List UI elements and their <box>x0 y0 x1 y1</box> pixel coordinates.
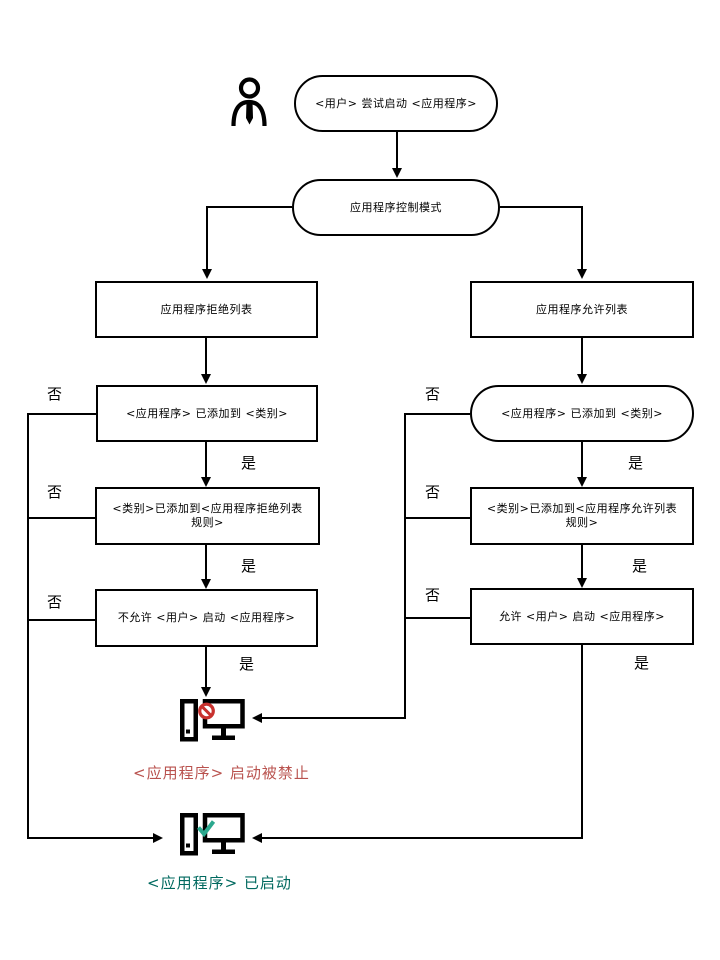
node-deny-app-in-category: <应用程序> 已添加到 <类别> <box>96 385 318 442</box>
outcome-blocked-label: <应用程序> 启动被禁止 <box>133 764 310 782</box>
connector-allow-header-step1 <box>577 338 587 384</box>
node-allow-app-in-category: <应用程序> 已添加到 <类别> <box>470 385 694 442</box>
outcome-started-label: <应用程序> 已启动 <box>147 874 292 892</box>
edge-label-no-allow-1: 否 <box>425 385 442 403</box>
connector-allow-step1-step2 <box>577 442 587 487</box>
edge-label-no-allow-3: 否 <box>425 586 442 604</box>
connector-deny-step2-step3 <box>201 545 211 589</box>
node-start: <用户> 尝试启动 <应用程序> <box>294 75 498 132</box>
edge-label-yes-allow-3: 是 <box>634 654 651 672</box>
node-allow-launch: 允许 <用户> 启动 <应用程序> <box>470 588 694 645</box>
connector-deny-no-collector <box>27 413 163 843</box>
node-deny-launch-label: 不允许 <用户> 启动 <应用程序> <box>117 611 296 625</box>
node-allow-launch-label: 允许 <用户> 启动 <应用程序> <box>499 609 665 623</box>
node-deny-category-in-rules: <类别>已添加到<应用程序拒绝列表规则> <box>95 487 320 545</box>
node-allow-list-label: 应用程序允许列表 <box>536 302 628 316</box>
connector-mode-to-allow <box>500 206 587 279</box>
node-start-label: <用户> 尝试启动 <应用程序> <box>315 96 477 110</box>
connector-deny-step3-blocked <box>201 647 211 697</box>
node-allow-category-in-rules: <类别>已添加到<应用程序允许列表规则> <box>470 487 694 545</box>
connector-allow-yes-started <box>252 645 583 843</box>
connector-deny-header-step1 <box>201 338 211 384</box>
connector-deny-step1-step2 <box>201 442 211 487</box>
connector-allow-step2-step3 <box>577 545 587 588</box>
connector-allow-no-collector <box>252 413 470 723</box>
edge-label-no-deny-2: 否 <box>47 483 64 501</box>
node-deny-list-label: 应用程序拒绝列表 <box>160 302 253 316</box>
node-allow-app-in-category-label: <应用程序> 已添加到 <类别> <box>501 406 663 420</box>
node-control-mode-label: 应用程序控制模式 <box>350 200 442 214</box>
connector-mode-to-deny <box>202 206 292 279</box>
node-deny-category-in-rules-label: <类别>已添加到<应用程序拒绝列表规则> <box>112 502 303 529</box>
node-allow-list: 应用程序允许列表 <box>470 281 694 338</box>
check-badge <box>196 820 216 838</box>
edge-label-yes-deny-3: 是 <box>239 655 256 673</box>
node-allow-category-in-rules-label: <类别>已添加到<应用程序允许列表规则> <box>486 502 678 529</box>
computer-blocked-icon <box>180 699 245 742</box>
node-deny-app-in-category-label: <应用程序> 已添加到 <类别> <box>126 406 288 420</box>
node-deny-list: 应用程序拒绝列表 <box>95 281 318 338</box>
edge-label-yes-deny-1: 是 <box>241 454 258 472</box>
edge-label-no-deny-3: 否 <box>47 593 64 611</box>
person-icon <box>231 77 267 127</box>
edge-label-no-deny-1: 否 <box>47 385 64 403</box>
node-deny-launch: 不允许 <用户> 启动 <应用程序> <box>95 589 318 647</box>
edge-label-yes-deny-2: 是 <box>241 557 258 575</box>
prohibit-badge <box>198 702 215 720</box>
computer-started-icon <box>180 813 245 856</box>
edge-label-yes-allow-1: 是 <box>628 454 645 472</box>
edge-label-yes-allow-2: 是 <box>632 557 649 575</box>
connector-start-to-mode <box>392 132 402 178</box>
node-control-mode: 应用程序控制模式 <box>292 179 500 236</box>
edge-label-no-allow-2: 否 <box>425 483 442 501</box>
